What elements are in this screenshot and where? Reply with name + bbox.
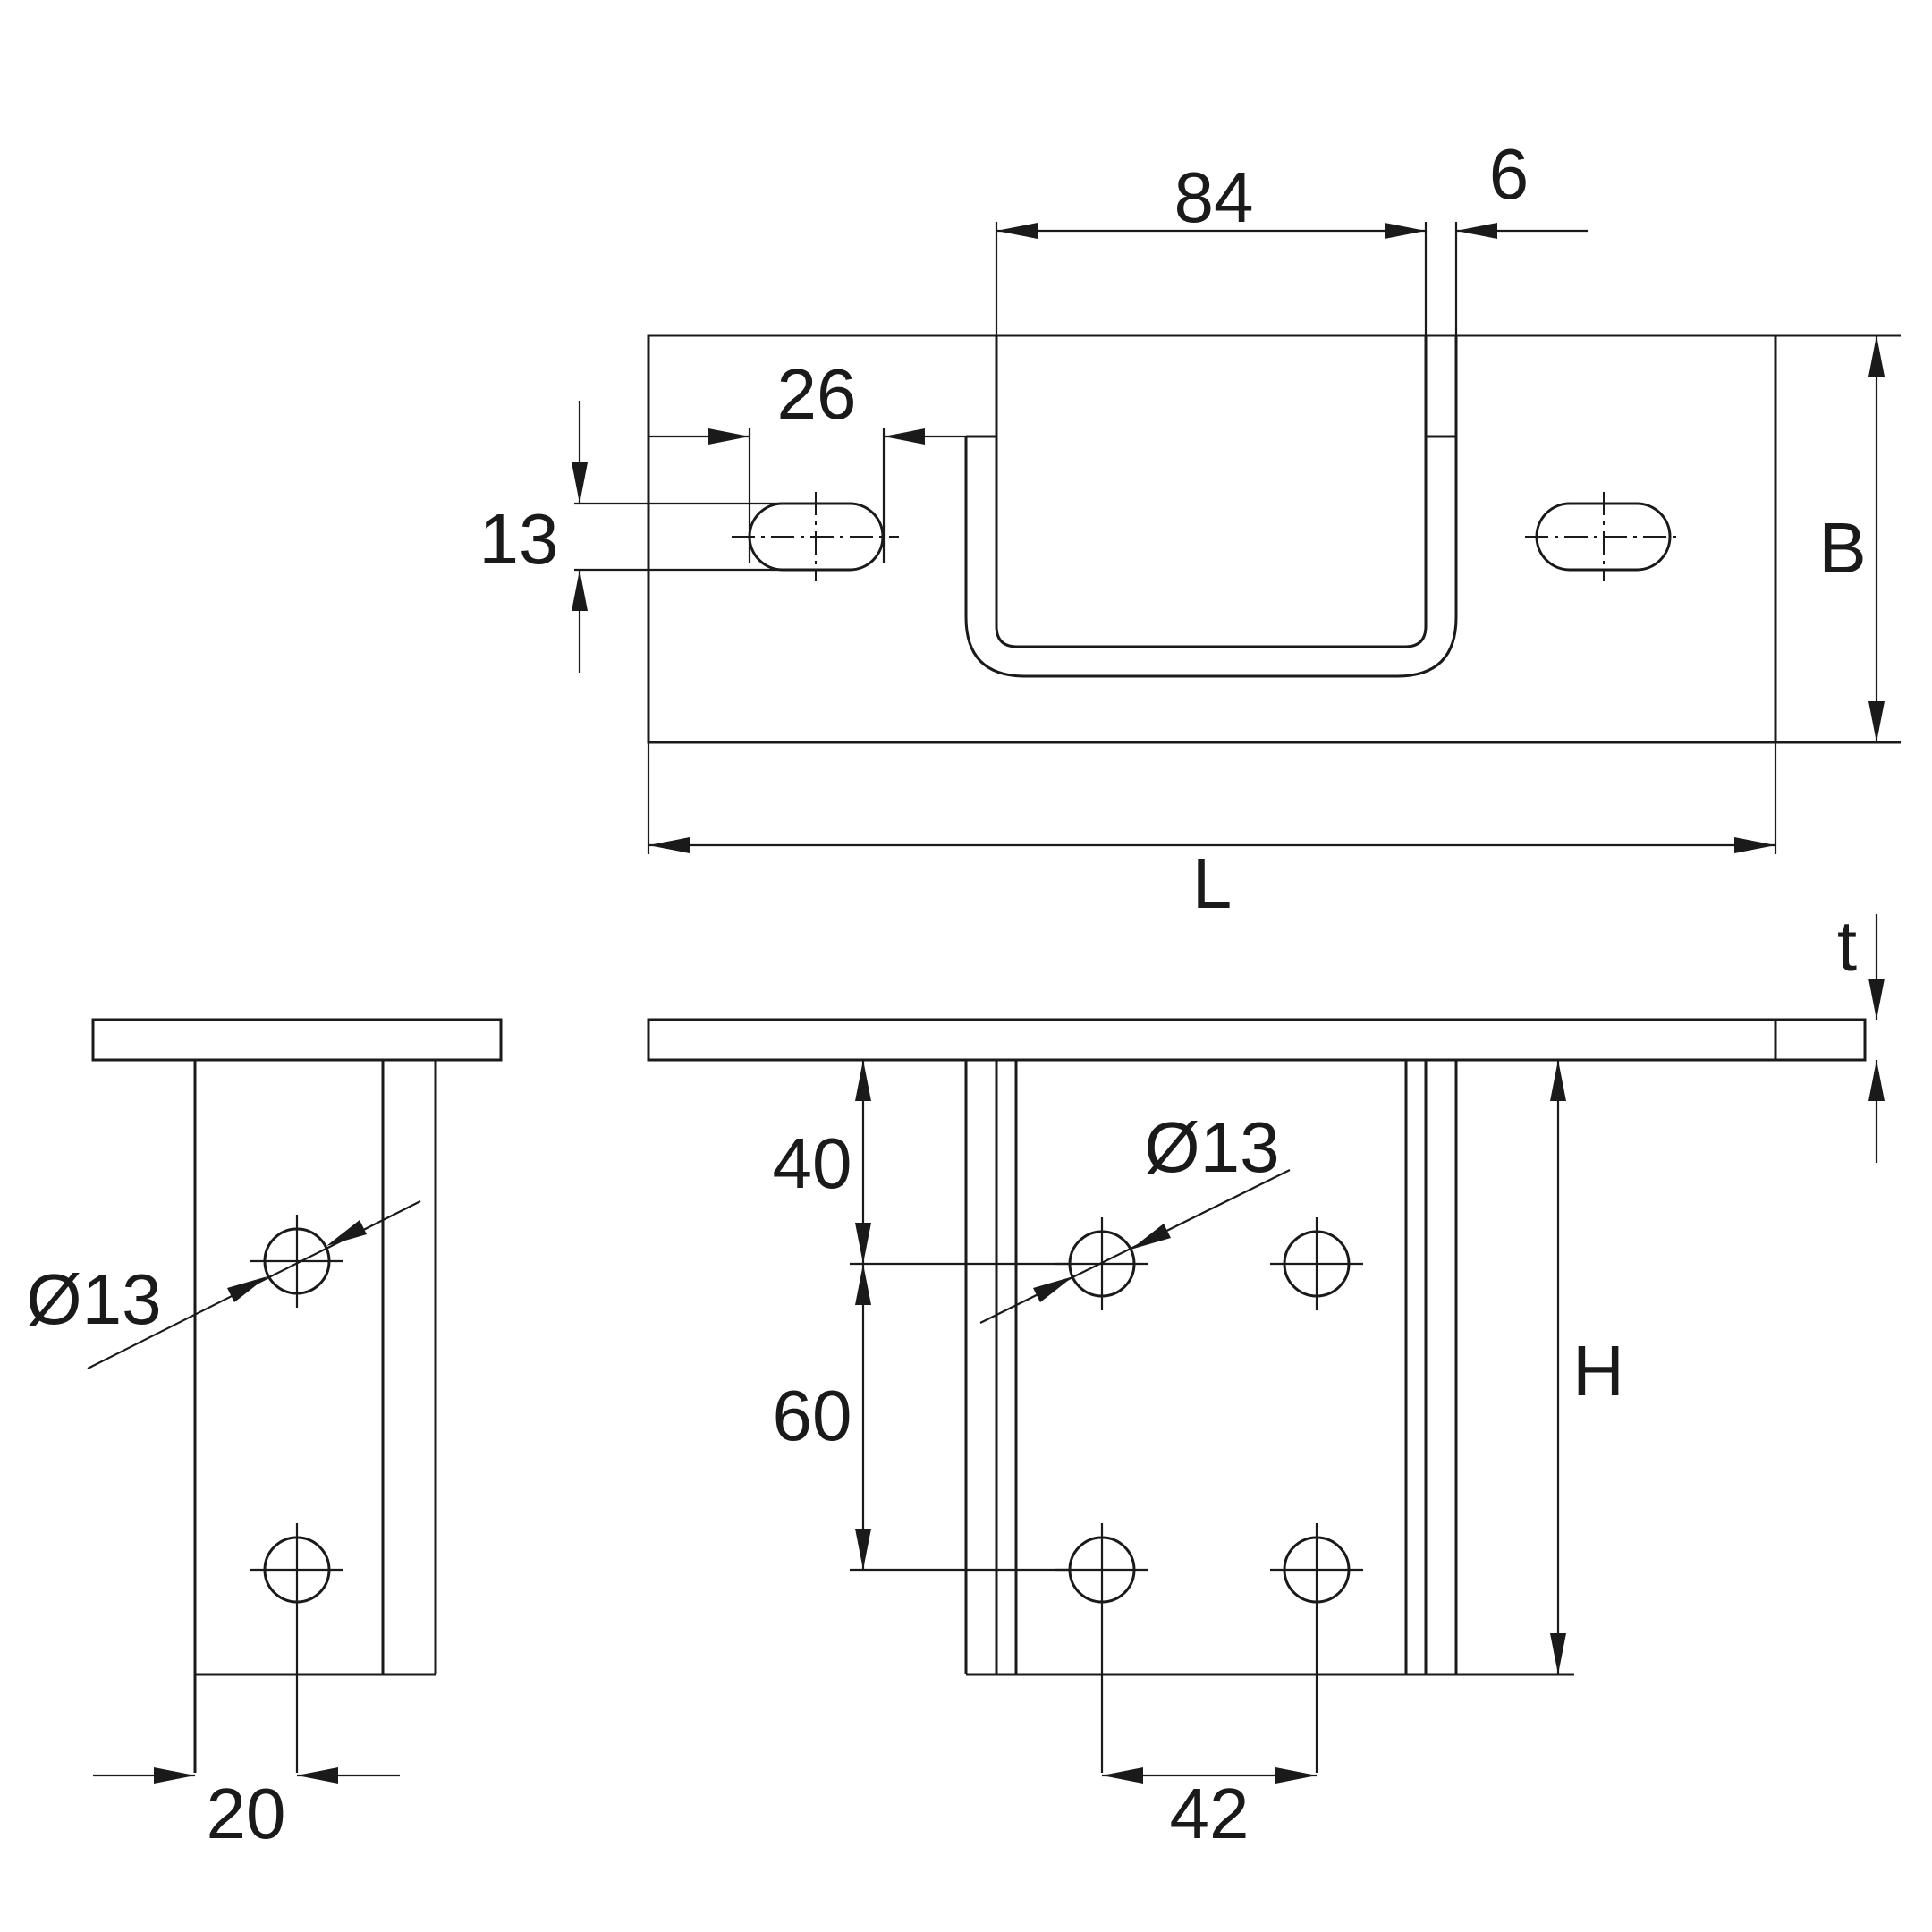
front-view: 40 60 Ø13 H t 42 xyxy=(647,906,1885,1853)
dim-42-label: 42 xyxy=(1170,1774,1250,1853)
dim-84-arrow-right xyxy=(1385,223,1426,239)
dim-26-label: 26 xyxy=(777,354,857,434)
dim-b-arrow-top xyxy=(1868,335,1885,377)
front-plate-thickness-tab xyxy=(1774,1018,1867,1062)
dim-42-arrow-left xyxy=(1102,1767,1143,1784)
top-view: 84 6 26 13 B L xyxy=(479,134,1901,923)
dim-60-arrow-top xyxy=(855,1264,871,1305)
dim-40-arrow-bottom xyxy=(855,1223,871,1264)
u-bracket-inner xyxy=(995,335,1428,648)
dim-13-label: 13 xyxy=(479,499,559,579)
slot-right xyxy=(1535,502,1672,572)
side-plate xyxy=(91,1018,503,1062)
dim-l-label: L xyxy=(1192,843,1233,923)
dim-t-arrow-bottom xyxy=(1868,1060,1885,1101)
front-plate xyxy=(647,1018,1777,1062)
dim-60-arrow-bottom xyxy=(855,1529,871,1570)
dim-h-label: H xyxy=(1572,1331,1624,1411)
dim-l-arrow-right xyxy=(1734,837,1775,853)
dim-t-arrow-top xyxy=(1868,979,1885,1020)
dim-40-label: 40 xyxy=(773,1123,852,1203)
dia-side-arrow-upper xyxy=(326,1220,367,1246)
dim-26-arrow-left xyxy=(708,428,750,445)
slot-left xyxy=(748,502,885,572)
dia-front-arrow-upper xyxy=(1131,1224,1171,1250)
dim-h-arrow-bottom xyxy=(1550,1633,1566,1674)
dim-40-arrow-top xyxy=(855,1060,871,1101)
dim-84-arrow-left xyxy=(996,223,1038,239)
dim-84-label: 84 xyxy=(1174,157,1254,237)
dia-front-arrow-lower xyxy=(1033,1276,1073,1302)
dim-b-label: B xyxy=(1818,508,1866,588)
dim-t-label: t xyxy=(1837,906,1857,986)
dim-b-arrow-bottom xyxy=(1868,701,1885,742)
dim-h-arrow-top xyxy=(1550,1060,1566,1101)
dim-l-arrow-left xyxy=(648,837,690,853)
dim-13-arrow-top xyxy=(572,462,588,504)
top-plate-outline xyxy=(647,334,1777,744)
dim-20-arrow-left xyxy=(154,1767,195,1784)
u-bracket-outer xyxy=(964,436,1458,678)
dim-20-arrow-right xyxy=(297,1767,338,1784)
dim-60-label: 60 xyxy=(773,1376,852,1455)
dim-42-arrow-right xyxy=(1275,1767,1317,1784)
side-view: Ø13 20 xyxy=(26,1018,503,1853)
dim-6-label: 6 xyxy=(1489,134,1530,214)
dim-26-arrow-right xyxy=(884,428,925,445)
dim-20-label: 20 xyxy=(207,1774,286,1853)
dim-6-arrow xyxy=(1456,223,1497,239)
dia-front-label: Ø13 xyxy=(1144,1107,1279,1187)
dia-side-arrow-lower xyxy=(227,1276,267,1302)
dia-side-label: Ø13 xyxy=(26,1259,161,1339)
dim-13-arrow-bottom xyxy=(572,570,588,611)
